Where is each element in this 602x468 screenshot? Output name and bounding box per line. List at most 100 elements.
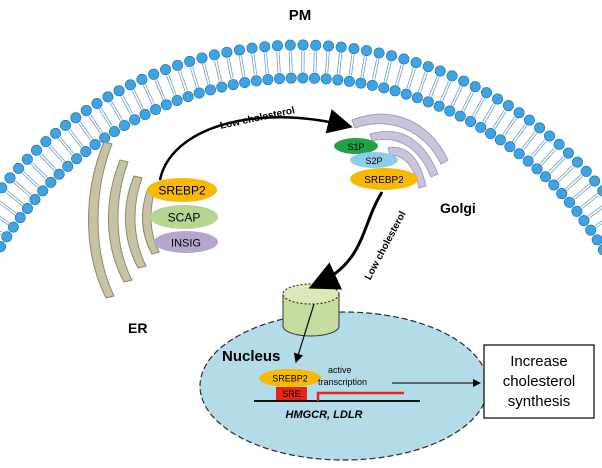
lipid-head [513,148,525,160]
lipid-head [113,85,125,97]
lipid-head [553,138,565,150]
lipid-head [591,234,602,246]
lipid-head [102,91,114,103]
lipid-head [589,175,601,187]
lipid-head [233,44,245,56]
lipid-head [184,55,196,67]
lipid-head [422,96,434,108]
lipid-head [172,59,184,71]
lipid-head [310,39,322,51]
lipid-head [271,40,283,52]
pore-to-gene-arrow [293,303,315,364]
er-label: ER [128,320,147,336]
lipid-head [597,244,602,256]
srebp2-nucleus-label: SREBP2 [272,374,308,384]
transcription-arrow [316,391,404,401]
outcome-line-2: cholesterol [503,373,576,390]
lipid-head [373,47,385,59]
lipid-head [410,57,422,69]
lipid-head [89,139,101,151]
lipid-tails [0,50,602,236]
lipid-head [597,185,602,197]
lipid-head [522,155,534,167]
lipid-head [129,114,141,126]
lipid-head [60,119,72,131]
lipid-head [563,196,575,208]
lipid-head [485,127,497,139]
lipid-head [139,108,151,120]
lipid-head [284,39,296,51]
lipid-head [99,132,111,144]
nuclear-pore [282,283,340,337]
lipid-head [389,85,401,97]
lipid-head [216,81,228,93]
golgi-label: Golgi [440,200,476,216]
sre-box [276,387,307,400]
srebp2-golgi-oval [350,168,418,190]
lipid-head [150,103,162,115]
srebp2-er-oval [147,178,217,202]
lipid-head [580,165,592,177]
lipid-head [444,105,456,117]
lipid-head [0,182,8,194]
lipid-head [171,95,183,107]
lipid-head [433,100,445,112]
lipid-head [71,153,83,165]
lipid-head [297,72,309,84]
lipid-head [400,88,412,100]
lipid-head [208,49,220,61]
outcome-line-1: Increase [510,353,568,370]
lipid-head [422,61,434,73]
lipid-head [262,74,274,86]
lipid-head [250,75,262,87]
lipid-head [434,65,446,77]
er-protein-complex: SREBP2 SCAP INSIG [147,178,218,253]
srebp2-er-label: SREBP2 [158,184,206,198]
lipid-head [531,163,543,175]
lipid-head [504,141,516,153]
scap-oval [150,205,218,229]
er-membranes [88,141,160,299]
lipid-head [53,168,65,180]
lipid-head [108,125,120,137]
lipid-head [398,53,410,65]
lipid-head [62,160,74,172]
pm-label: PM [289,7,312,24]
lipid-head [378,82,390,94]
lipid-head [556,188,568,200]
lipid-head [355,77,367,89]
lipid-head [335,41,347,53]
lipid-head [196,52,208,64]
lipid-head [492,93,504,105]
s2p-label: S2P [365,156,382,166]
lipid-head [585,224,597,236]
lipid-head [446,70,458,82]
scap-label: SCAP [168,211,201,225]
lipid-head [45,176,57,188]
lipid-head [50,127,62,139]
lipid-head [540,171,552,183]
lipid-head [221,46,233,58]
lipid-head [118,119,130,131]
lipid-head [469,81,481,93]
lipid-head [160,99,172,111]
lipid-head [30,144,42,156]
lipid-head [454,110,466,122]
lipid-head [148,68,160,80]
lipid-head [21,202,33,214]
lipid-head [494,134,506,146]
lipid-head [548,179,560,191]
active-label: active [328,365,352,375]
lipid-head [562,147,574,159]
lipid-head [0,241,7,253]
lipid-head [534,122,546,134]
lipid-head [40,136,52,148]
lipid-heads [0,39,602,258]
lipid-head [411,92,423,104]
lipid-head [480,87,492,99]
lipid-head [259,41,271,53]
transcription-label: transcription [318,377,367,387]
lipid-head [343,75,355,87]
